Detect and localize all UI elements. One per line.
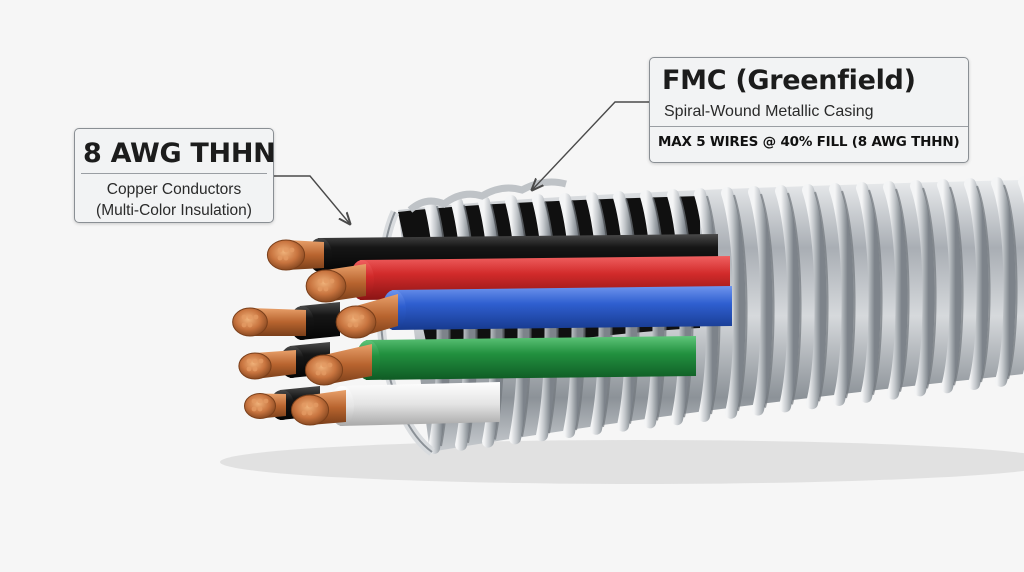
conductors-line2: (Multi-Color Insulation) — [96, 202, 252, 219]
spiral-rib-groove — [868, 189, 883, 396]
strand — [315, 362, 321, 368]
strand — [258, 358, 264, 364]
strand — [251, 398, 257, 404]
conductors-divider — [81, 173, 267, 174]
copper-strand-end — [244, 393, 276, 419]
conductor-white — [290, 382, 500, 426]
strand — [329, 278, 335, 284]
strand — [257, 406, 263, 412]
strand — [301, 410, 307, 416]
spiral-rib-groove — [949, 186, 964, 386]
strand — [307, 402, 313, 408]
conduit-subtitle: Spiral-Wound Metallic Casing — [664, 103, 874, 120]
strand — [353, 322, 359, 328]
spiral-rib — [991, 177, 1016, 387]
spiral-rib-groove — [922, 187, 937, 389]
strand — [283, 247, 289, 253]
strand — [246, 366, 252, 372]
strand — [321, 362, 327, 368]
insulation-blue — [392, 286, 732, 330]
conduit-callout: FMC (Greenfield) Spiral-Wound Metallic C… — [649, 57, 969, 163]
spiral-rib — [937, 179, 962, 394]
spiral-rib-groove — [895, 188, 910, 392]
copper-strand-end — [238, 352, 272, 380]
strand — [313, 402, 319, 408]
strand — [257, 398, 263, 404]
strand — [315, 370, 321, 376]
copper-strand-end — [232, 307, 268, 337]
strand — [347, 314, 353, 320]
conduit-fill-spec: MAX 5 WIRES @ 40% FILL (8 AWG THHN) — [658, 134, 960, 150]
copper-strand-end — [304, 354, 344, 386]
spiral-rib-groove — [760, 193, 775, 408]
strand — [289, 247, 295, 253]
strand — [277, 247, 283, 253]
spiral-rib — [883, 181, 908, 400]
spiral-rib-groove — [787, 192, 802, 405]
strand — [252, 366, 258, 372]
spiral-rib — [856, 182, 881, 403]
conductor-blue — [335, 286, 732, 339]
conductors-line1: Copper Conductors — [106, 181, 242, 198]
strand — [317, 286, 323, 292]
strand — [247, 314, 253, 320]
conductors-title: 8 AWG THHN — [83, 138, 276, 169]
spiral-rib — [964, 178, 989, 390]
conductors-leader-line — [274, 175, 350, 224]
strand — [283, 255, 289, 261]
strand — [317, 278, 323, 284]
floor-shadow — [220, 440, 1024, 484]
strand — [246, 358, 252, 364]
strand — [327, 362, 333, 368]
copper-strand-end — [266, 239, 306, 271]
strand — [253, 314, 259, 320]
conductor-green — [304, 336, 696, 386]
spiral-rib — [721, 187, 746, 419]
spiral-rib — [802, 184, 827, 410]
strand — [321, 370, 327, 376]
spiral-rib — [775, 185, 800, 413]
strand — [263, 398, 269, 404]
conduit-divider — [650, 126, 968, 127]
strand — [307, 410, 313, 416]
spiral-rib-groove — [841, 190, 856, 399]
conductor-black — [232, 302, 340, 340]
copper-strand-end — [290, 394, 330, 426]
conductor-bundle — [232, 234, 732, 426]
strand — [359, 314, 365, 320]
insulation-green — [366, 336, 696, 380]
spiral-rib-groove — [1003, 184, 1018, 380]
strand — [323, 278, 329, 284]
strand — [252, 358, 258, 364]
conductors-callout: 8 AWG THHN Copper Conductors (Multi-Colo… — [74, 128, 276, 223]
copper-strand-end — [335, 305, 377, 339]
strand — [241, 322, 247, 328]
strand — [323, 286, 329, 292]
insulation-white — [340, 382, 500, 426]
strand — [277, 255, 283, 261]
strand — [251, 406, 257, 412]
conduit-title: FMC (Greenfield) — [662, 65, 916, 96]
spiral-rib-groove — [976, 185, 991, 383]
conduit-leader-line — [532, 101, 649, 190]
strand — [247, 322, 253, 328]
copper-strand-end — [305, 269, 347, 303]
spiral-rib-groove — [814, 191, 829, 402]
spiral-rib — [748, 186, 773, 416]
spiral-rib-groove — [733, 194, 748, 412]
strand — [347, 322, 353, 328]
strand — [353, 314, 359, 320]
strand — [241, 314, 247, 320]
spiral-rib — [829, 183, 854, 406]
spiral-rib — [910, 180, 935, 397]
strand — [301, 402, 307, 408]
